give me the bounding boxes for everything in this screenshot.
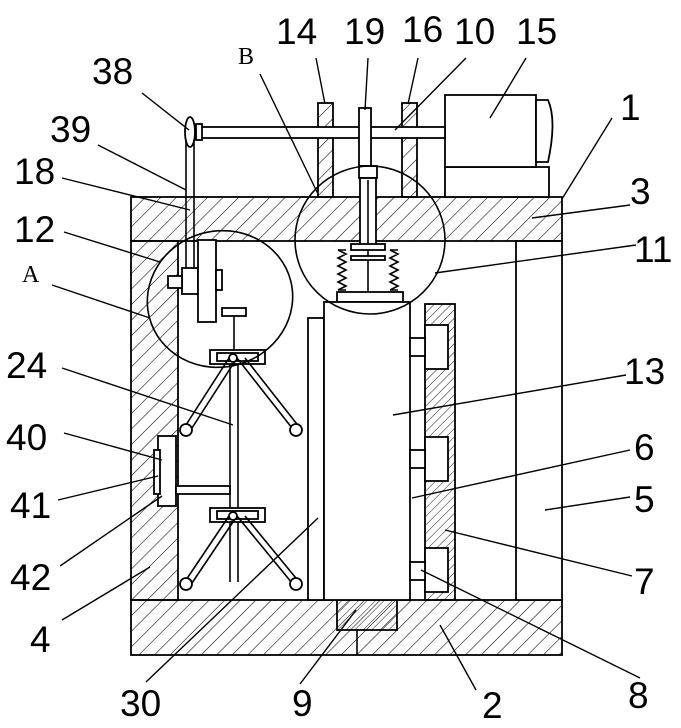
drive-shaft: [190, 127, 445, 138]
label-16: 16: [402, 9, 443, 50]
label-11: 11: [634, 229, 672, 270]
rail-block-1: [425, 325, 448, 369]
bearing-post-right: [402, 103, 417, 197]
label-41: 41: [10, 485, 51, 526]
label-3: 3: [630, 171, 651, 212]
label-38: 38: [92, 51, 133, 92]
label-7: 7: [634, 561, 655, 602]
rail-block-2: [425, 437, 448, 481]
label-5: 5: [634, 479, 655, 520]
label-9: 9: [292, 683, 313, 724]
label-4: 4: [30, 619, 51, 660]
spring-left: [338, 250, 346, 290]
wheel: [198, 240, 216, 322]
guide-plate: [308, 318, 324, 600]
top-plate: [131, 197, 562, 241]
label-39: 39: [50, 109, 91, 150]
label-15: 15: [516, 11, 557, 52]
cam-rod: [359, 108, 371, 166]
label-10: 10: [454, 11, 495, 52]
guide-rail: [410, 304, 455, 600]
press-column: [308, 302, 410, 600]
left-wall: [131, 241, 178, 600]
right-side-panel: [516, 241, 562, 600]
label-6: 6: [634, 427, 655, 468]
label-12: 12: [14, 209, 55, 250]
label-1: 1: [620, 87, 641, 128]
label-30: 30: [120, 683, 161, 724]
label-13: 13: [624, 351, 665, 392]
motor-end-cap: [536, 100, 553, 162]
small-pulley: [182, 268, 198, 294]
label-42: 42: [10, 557, 51, 598]
column-body: [324, 302, 410, 600]
roller-2: [410, 450, 425, 468]
motor-body: [445, 95, 536, 167]
rail-block-3: [425, 548, 448, 592]
label-8: 8: [628, 675, 649, 716]
label-2: 2: [482, 685, 503, 726]
motor-mount: [445, 167, 549, 197]
connecting-bar: [176, 486, 230, 494]
label-b: B: [238, 44, 254, 70]
label-18: 18: [14, 151, 55, 192]
label-14: 14: [276, 11, 317, 52]
label-a: A: [22, 262, 40, 288]
plunger-foot: [337, 292, 403, 302]
belt-drive: [168, 140, 246, 350]
bearing-post-left: [318, 103, 333, 197]
spring-right: [390, 250, 398, 290]
label-24: 24: [6, 345, 47, 386]
roller-1: [410, 338, 425, 356]
center-support: [337, 600, 397, 630]
label-19: 19: [344, 11, 385, 52]
label-40: 40: [6, 417, 47, 458]
